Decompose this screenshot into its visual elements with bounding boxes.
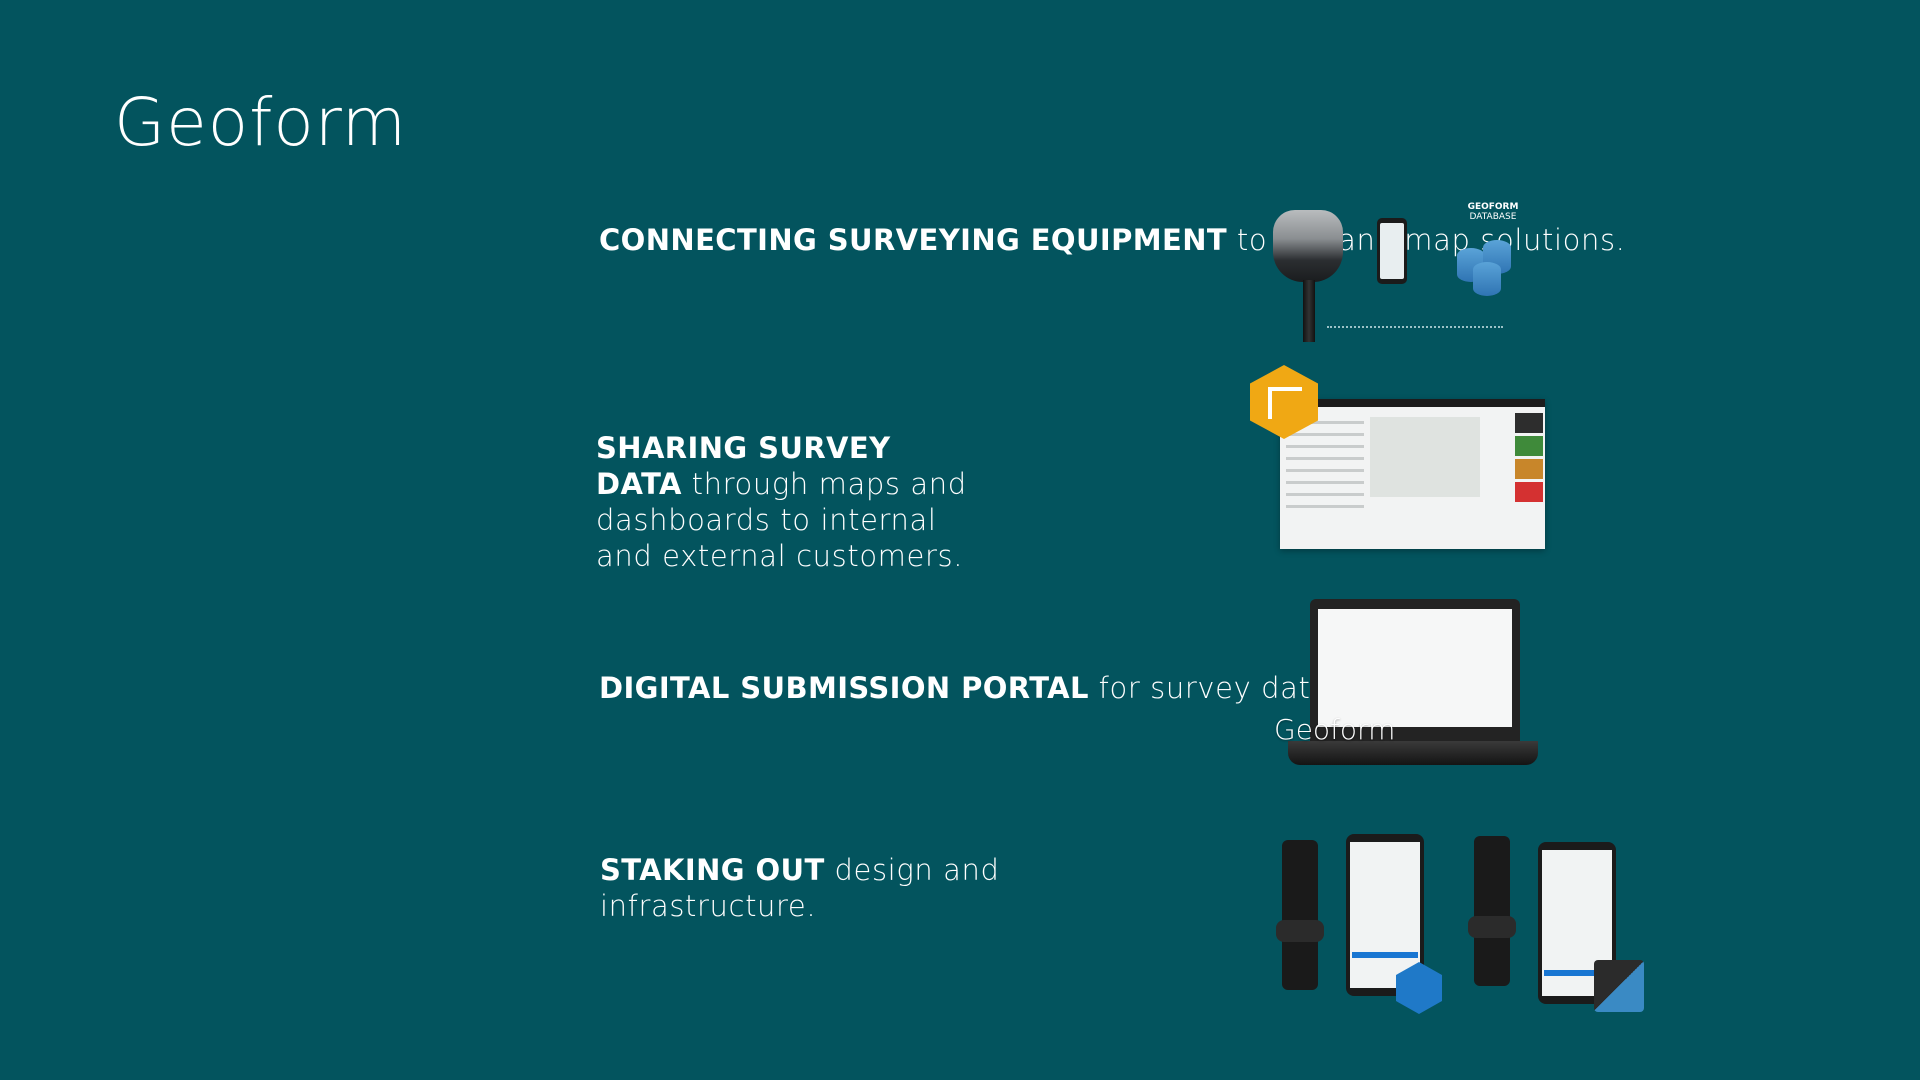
feature-2-bold: SHARING SURVEY DATA [596,431,891,501]
staking-out-illustration [1276,832,1648,1022]
laptop-screen [1310,599,1520,741]
database-label-bottom: DATABASE [1469,212,1517,222]
logo-text: Geoform [114,84,408,161]
database-label-top: GEOFORM [1467,202,1519,212]
survey-pole-image [1276,840,1324,990]
equipment-to-database-illustration: GEOFORM DATABASE [1265,200,1525,345]
feature-4-bold: STAKING OUT [600,853,825,887]
dashboard-map [1370,417,1480,497]
feature-submission-portal: DIGITAL SUBMISSION PORTAL for survey dat… [599,670,1339,706]
dashboard-app-icon [1250,365,1318,439]
feature-sharing-data: SHARING SURVEY DATA through maps and das… [596,430,976,574]
stakeout-app-icon [1594,960,1644,1012]
dashboard-illustration [1248,365,1548,549]
phone-collector-image [1346,834,1424,996]
database-icon [1473,262,1501,296]
feature-3-text: for survey data. [1088,671,1339,705]
survey-pole-image [1468,836,1516,986]
gnss-receiver-image [1273,210,1343,282]
dashboard-indicators [1515,413,1543,505]
feature-staking-out: STAKING OUT design and infrastructure. [600,852,1020,924]
laptop-portal-illustration: Geoform [1270,595,1550,770]
feature-3-bold: DIGITAL SUBMISSION PORTAL [599,671,1089,705]
dashboard-screenshot [1280,399,1545,549]
phone-image [1377,218,1407,284]
connection-line [1327,326,1503,328]
feature-4-text: design and infrastructure. [600,853,1000,923]
receiver-pole [1303,280,1315,342]
geoform-logo: Geoform [114,84,407,161]
laptop-logo-text: Geoform [1274,713,1396,746]
database-label: GEOFORM DATABASE [1463,202,1523,222]
feature-1-bold: CONNECTING SURVEYING EQUIPMENT [599,223,1228,257]
laptop-base [1288,741,1538,765]
feature-2-text: through maps and dashboards to internal … [596,467,967,573]
